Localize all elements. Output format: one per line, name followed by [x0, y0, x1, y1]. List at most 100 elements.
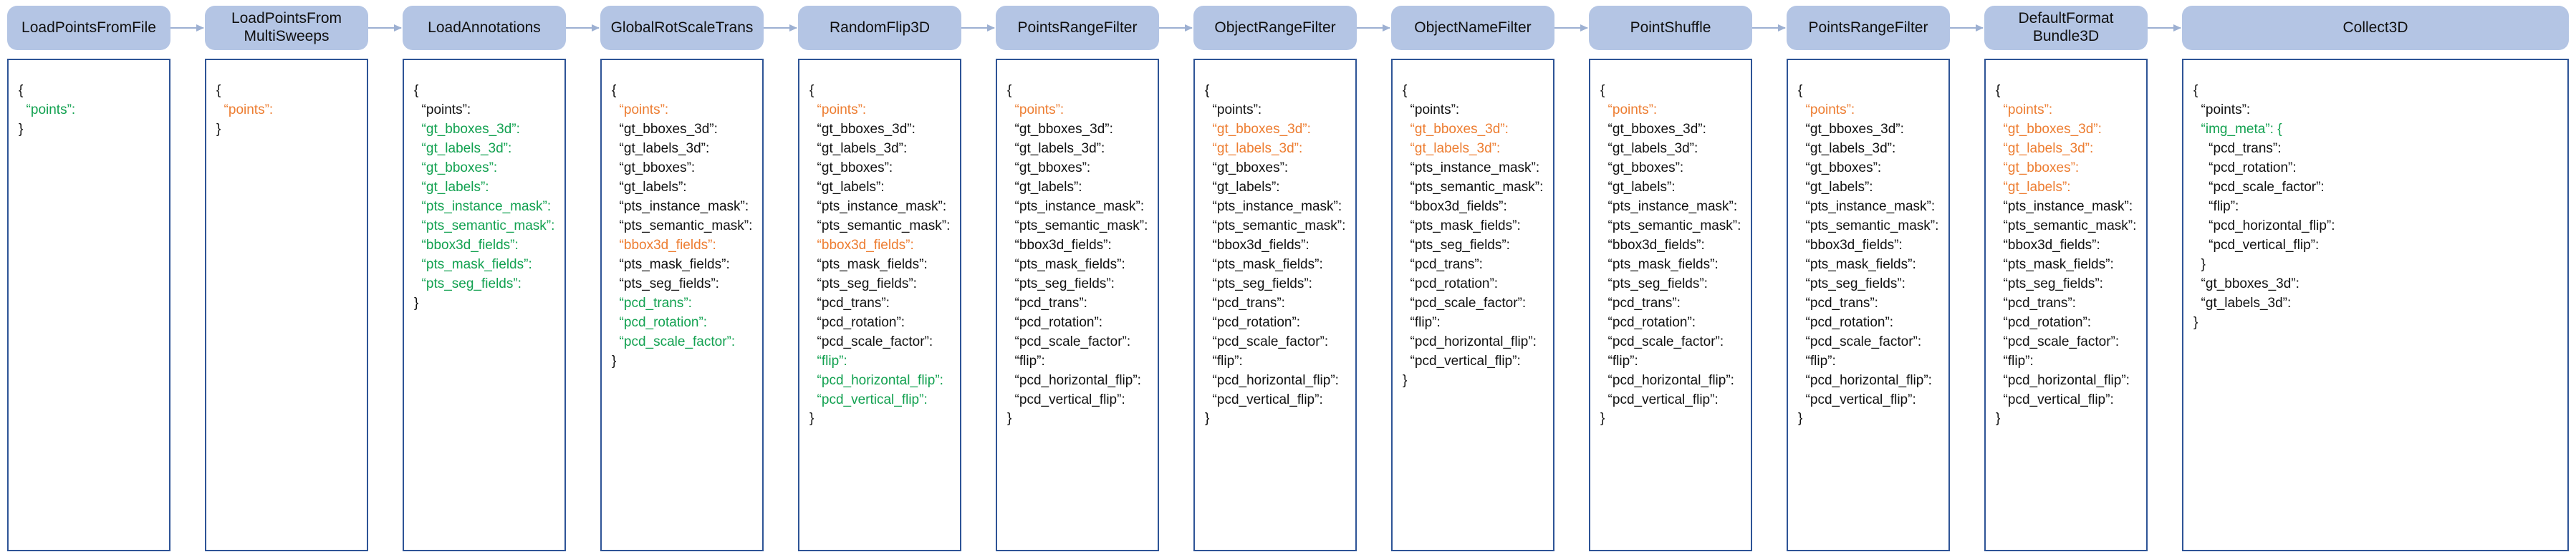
json-key-line: “flip”:: [1996, 353, 2034, 369]
flow-arrow-icon: [368, 24, 402, 32]
json-key-line: “gt_bboxes_3d”:: [414, 121, 520, 137]
stage-header-global-rot-scale-trans[interactable]: GlobalRotScaleTrans: [600, 6, 764, 50]
json-key-line: “pcd_scale_factor”:: [2193, 179, 2325, 195]
json-key-line: “pts_mask_fields”:: [1205, 256, 1323, 272]
json-key-line: “points”:: [1403, 102, 1460, 117]
json-key-line: }: [216, 121, 221, 137]
json-key-line: }: [2193, 256, 2206, 272]
json-key-line: “bbox3d_fields”:: [1600, 237, 1705, 253]
stage-data-dict-load-points-from-multi-sweeps: { “points”:}: [205, 59, 368, 551]
stage-header-points-range-filter-2[interactable]: PointsRangeFilter: [1787, 6, 1950, 50]
json-key-line: “pts_mask_fields”:: [414, 256, 532, 272]
stage-header-load-annotations[interactable]: LoadAnnotations: [403, 6, 566, 50]
stage-title-line: MultiSweeps: [244, 28, 330, 44]
json-key-line: “gt_bboxes”:: [1600, 160, 1684, 175]
json-key-line: “pcd_rotation”:: [612, 314, 708, 330]
json-key-line: “bbox3d_fields”:: [1403, 198, 1507, 214]
json-key-line: }: [414, 295, 419, 311]
json-key-line: “bbox3d_fields”:: [809, 237, 914, 253]
json-key-line: “pts_semantic_mask”:: [809, 218, 951, 233]
json-key-line: }: [1996, 411, 2001, 427]
json-key-line: “gt_bboxes”:: [1205, 160, 1289, 175]
json-dict-block: { “points”: “gt_bboxes_3d”: “gt_labels_3…: [799, 82, 960, 429]
pipeline-stage-points-range-filter-1: PointsRangeFilter{ “points”: “gt_bboxes_…: [996, 0, 1159, 557]
json-key-line: “pcd_trans”:: [1205, 295, 1285, 311]
pipeline-stage-object-range-filter: ObjectRangeFilter{ “points”: “gt_bboxes_…: [1193, 0, 1357, 557]
json-key-line: “pts_instance_mask”:: [1798, 198, 1936, 214]
flow-arrow-icon: [1752, 24, 1786, 32]
json-key-line: “pts_semantic_mask”:: [1403, 179, 1544, 195]
flow-arrow-icon: [961, 24, 995, 32]
stage-header-load-points-from-file[interactable]: LoadPointsFromFile: [7, 6, 170, 50]
json-key-line: }: [809, 411, 814, 427]
json-key-line: “gt_labels”:: [1600, 179, 1676, 195]
json-key-line: “pts_mask_fields”:: [809, 256, 928, 272]
stage-data-dict-random-flip-3d: { “points”: “gt_bboxes_3d”: “gt_labels_3…: [798, 59, 961, 551]
pipeline-stage-load-annotations: LoadAnnotations{ “points”: “gt_bboxes_3d…: [403, 0, 566, 557]
stage-title-load-points-from-file: LoadPointsFromFile: [21, 19, 156, 37]
json-key-line: “bbox3d_fields”:: [1007, 237, 1112, 253]
json-key-line: “pts_semantic_mask”:: [1007, 218, 1148, 233]
stage-header-object-name-filter[interactable]: ObjectNameFilter: [1391, 6, 1554, 50]
json-key-line: “pcd_scale_factor”:: [1600, 334, 1724, 349]
json-key-line: “flip”:: [1600, 353, 1638, 369]
stage-header-random-flip-3d[interactable]: RandomFlip3D: [798, 6, 961, 50]
json-key-line: “pcd_trans”:: [1600, 295, 1681, 311]
json-key-line: “points”:: [1996, 102, 2053, 117]
stage-title-point-shuffle: PointShuffle: [1630, 19, 1711, 37]
stage-title-global-rot-scale-trans: GlobalRotScaleTrans: [611, 19, 754, 37]
json-key-line: “gt_bboxes_3d”:: [1205, 121, 1311, 137]
json-dict-block: { “points”: “gt_bboxes_3d”: “gt_labels_3…: [1590, 82, 1751, 429]
stage-title-points-range-filter-2: PointsRangeFilter: [1809, 19, 1928, 37]
stage-title-line: PointShuffle: [1630, 19, 1711, 36]
flow-arrow-icon: [1554, 24, 1588, 32]
json-key-line: “points”:: [809, 102, 867, 117]
json-key-line: “pts_mask_fields”:: [1996, 256, 2114, 272]
flow-arrow-icon: [1357, 24, 1390, 32]
stage-header-points-range-filter-1[interactable]: PointsRangeFilter: [996, 6, 1159, 50]
json-key-line: “pts_instance_mask”:: [1205, 198, 1342, 214]
pipeline-stage-collect-3d: Collect3D{ “points”: “img_meta”: { “pcd_…: [2182, 0, 2569, 557]
stage-data-dict-default-format-bundle-3d: { “points”: “gt_bboxes_3d”: “gt_labels_3…: [1984, 59, 2148, 551]
json-key-line: “pcd_rotation”:: [1007, 314, 1103, 330]
json-key-line: “gt_bboxes”:: [612, 160, 696, 175]
json-key-line: “pcd_vertical_flip”:: [809, 392, 928, 407]
json-key-line: “pts_mask_fields”:: [612, 256, 730, 272]
json-key-line: “pcd_rotation”:: [1996, 314, 2092, 330]
json-key-line: “gt_bboxes_3d”:: [809, 121, 915, 137]
stage-header-object-range-filter[interactable]: ObjectRangeFilter: [1193, 6, 1357, 50]
json-key-line: “pts_mask_fields”:: [1798, 256, 1916, 272]
json-key-line: “pts_seg_fields”:: [612, 276, 719, 291]
json-key-line: “gt_bboxes_3d”:: [612, 121, 718, 137]
json-key-line: “pcd_horizontal_flip”:: [1007, 372, 1141, 388]
flow-arrow-icon: [566, 24, 600, 32]
json-key-line: “pts_mask_fields”:: [1600, 256, 1719, 272]
stage-header-point-shuffle[interactable]: PointShuffle: [1589, 6, 1752, 50]
json-key-line: “gt_bboxes”:: [1798, 160, 1882, 175]
json-key-line: “pcd_rotation”:: [809, 314, 905, 330]
json-key-line: “pts_instance_mask”:: [809, 198, 947, 214]
json-key-line: }: [1600, 411, 1605, 427]
json-key-line: “pcd_horizontal_flip”:: [809, 372, 943, 388]
json-key-line: “pcd_vertical_flip”:: [1205, 392, 1323, 407]
json-key-line: “flip”:: [1403, 314, 1441, 330]
json-key-line: “pts_instance_mask”:: [612, 198, 749, 214]
json-key-line: “gt_labels_3d”:: [809, 140, 908, 156]
stage-title-line: GlobalRotScaleTrans: [610, 19, 754, 36]
json-key-line: “pts_seg_fields”:: [1205, 276, 1312, 291]
json-key-line: “pts_instance_mask”:: [414, 198, 552, 214]
json-key-line: “pcd_vertical_flip”:: [1007, 392, 1125, 407]
json-key-line: “gt_labels_3d”:: [1996, 140, 2094, 156]
json-key-line: “pcd_horizontal_flip”:: [1600, 372, 1734, 388]
json-key-line: “pts_semantic_mask”:: [1600, 218, 1741, 233]
stage-title-random-flip-3d: RandomFlip3D: [830, 19, 930, 37]
stage-title-line: LoadPointsFrom: [231, 10, 342, 27]
stage-header-collect-3d[interactable]: Collect3D: [2182, 6, 2569, 50]
json-dict-block: { “points”: “gt_bboxes_3d”: “gt_labels_3…: [602, 82, 762, 372]
